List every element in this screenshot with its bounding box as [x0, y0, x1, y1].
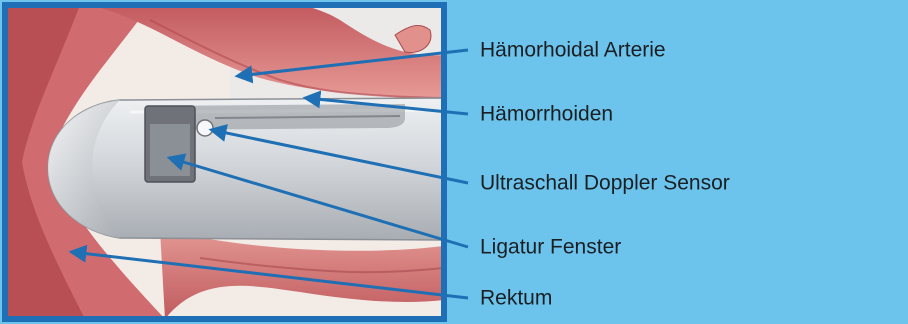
label-hamorrhoiden: Hämorrhoiden [480, 104, 613, 125]
ligation-window-inner [150, 124, 190, 176]
label-ligatur-fenster: Ligatur Fenster [480, 237, 621, 258]
label-rektum: Rektum [480, 288, 552, 309]
label-ultraschall-doppler-sensor: Ultraschall Doppler Sensor [480, 173, 730, 194]
label-hamorhoidal-arterie: Hämorhoidal Arterie [480, 40, 666, 61]
doppler-sensor [197, 120, 213, 136]
